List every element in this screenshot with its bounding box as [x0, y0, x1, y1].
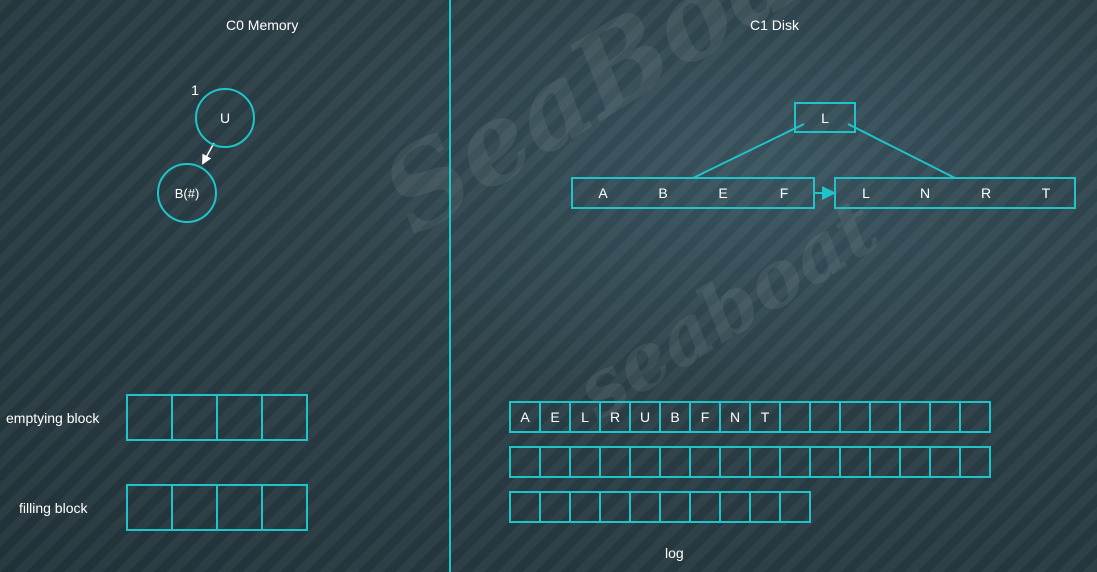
emptying-block-cell: [171, 394, 218, 441]
emptying-block-label: emptying block: [6, 410, 100, 426]
disk-root-key: L: [821, 110, 829, 126]
memory-edge: [202, 142, 215, 165]
filling-block-cell: [216, 484, 263, 531]
log-row-2-cell: [959, 446, 991, 478]
disk-leaf-left-key: F: [780, 185, 789, 201]
log-row-2-cell: [509, 446, 541, 478]
disk-leaf-right-key: N: [920, 185, 930, 201]
disk-leaf-left-key: E: [718, 185, 727, 201]
log-row-2-cell: [749, 446, 781, 478]
log-row-2-cell: [899, 446, 931, 478]
disk-section-title: C1 Disk: [750, 17, 800, 33]
disk-leaf-right-key: L: [862, 185, 870, 201]
memory-child-node: [157, 163, 217, 223]
log-row-1-cell: [779, 401, 811, 433]
log-row-3-cell: [629, 491, 661, 523]
log-label: log: [665, 545, 684, 561]
log-row-1-cell-label: N: [730, 409, 740, 425]
disk-leaf-left: [571, 177, 815, 209]
log-row-2-cell: [689, 446, 721, 478]
log-row-1-cell-label: A: [520, 409, 530, 425]
log-row-2-cell: [659, 446, 691, 478]
disk-leaf-right-key: T: [1042, 185, 1051, 201]
memory-root-badge: 1: [191, 82, 199, 98]
disk-leaf-left-key: A: [598, 185, 608, 201]
memory-root-node: [195, 88, 255, 148]
log-row-1-cell-label: T: [761, 409, 770, 425]
log-row-1-cell-label: L: [581, 409, 589, 425]
log-row-1-cell: [899, 401, 931, 433]
log-row-3-cell: [749, 491, 781, 523]
filling-block-cell: [126, 484, 173, 531]
filling-block-cell: [171, 484, 218, 531]
disk-edge-left: [692, 123, 805, 179]
log-row-2-cell: [539, 446, 571, 478]
disk-root-node: [794, 102, 856, 133]
log-row-1-cell-label: F: [701, 409, 710, 425]
log-row-2-cell: [839, 446, 871, 478]
emptying-block-cell: [216, 394, 263, 441]
log-row-1-cell: [839, 401, 871, 433]
log-row-3-cell: [659, 491, 691, 523]
memory-root-label: U: [220, 110, 230, 126]
log-row-3-cell: [719, 491, 751, 523]
log-row-2-cell: [929, 446, 961, 478]
log-row-1-cell: [929, 401, 961, 433]
disk-leaf-left-key: B: [658, 185, 667, 201]
disk-edge-right: [847, 123, 956, 179]
log-row-2-cell: [809, 446, 841, 478]
memory-child-label: B(#): [175, 186, 200, 201]
filling-block-label: filling block: [19, 500, 88, 516]
log-row-1-cell: [869, 401, 901, 433]
memory-section-title: C0 Memory: [226, 17, 299, 33]
log-row-2-cell: [869, 446, 901, 478]
log-row-3-cell: [689, 491, 721, 523]
emptying-block-cell: [126, 394, 173, 441]
log-row-3-cell: [539, 491, 571, 523]
log-row-2-cell: [569, 446, 601, 478]
log-row-2-cell: [779, 446, 811, 478]
log-row-3-cell: [509, 491, 541, 523]
emptying-block-cell: [261, 394, 308, 441]
log-row-2-cell: [719, 446, 751, 478]
log-row-1-cell-label: B: [670, 409, 679, 425]
log-row-1-cell: [809, 401, 841, 433]
log-row-3-cell: [779, 491, 811, 523]
log-row-3-cell: [599, 491, 631, 523]
log-row-1-cell-label: E: [550, 409, 559, 425]
disk-leaf-right: [834, 177, 1076, 209]
log-row-3-cell: [569, 491, 601, 523]
log-row-1-cell: [959, 401, 991, 433]
log-row-2-cell: [599, 446, 631, 478]
log-row-1-cell-label: R: [610, 409, 620, 425]
disk-leaf-right-key: R: [981, 185, 991, 201]
filling-block-cell: [261, 484, 308, 531]
log-row-2-cell: [629, 446, 661, 478]
log-row-1-cell-label: U: [640, 409, 650, 425]
